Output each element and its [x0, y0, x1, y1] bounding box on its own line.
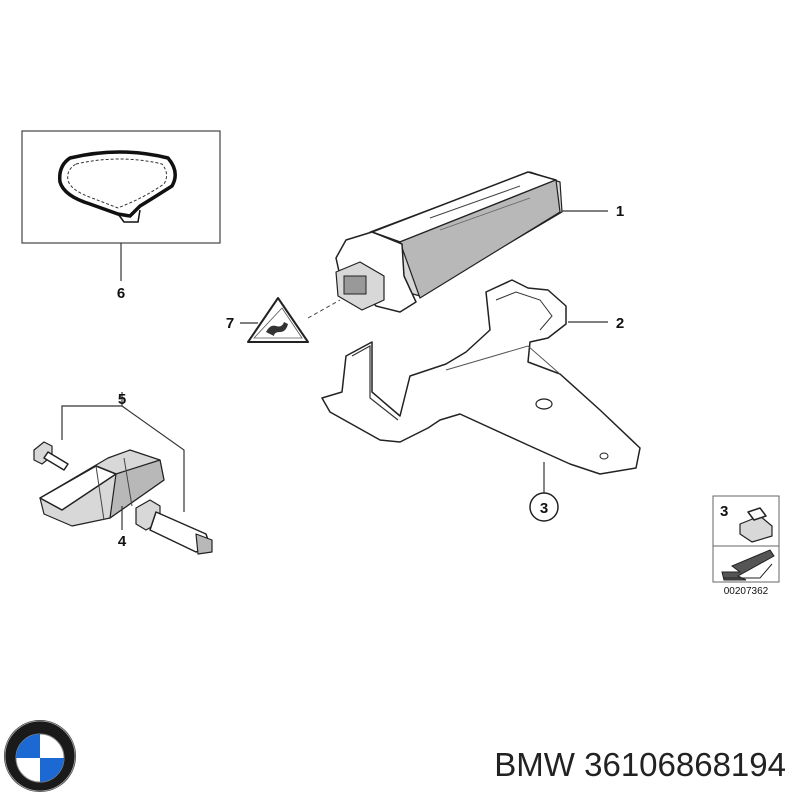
legend-number: 3 [720, 503, 728, 520]
reference-code: 00207362 [724, 586, 769, 597]
arrow-icon [721, 549, 775, 581]
receiver-module-drawing [335, 171, 563, 313]
callout-5: 5 [118, 391, 126, 408]
bracket-drawing [321, 279, 641, 475]
callout-3: 3 [540, 500, 548, 517]
callout-2: 2 [616, 315, 624, 332]
callout-7: 7 [226, 315, 234, 332]
part-6-inset-box [21, 130, 221, 244]
tire-pressure-sensor-drawing [39, 449, 165, 527]
callout-6: 6 [117, 285, 125, 302]
callout-5-bracket [61, 392, 185, 512]
part-name-caption: BMW 36106868194 [494, 746, 786, 783]
callout-3-circle [529, 492, 559, 522]
bmw-logo [4, 720, 76, 792]
callout-4: 4 [118, 533, 127, 550]
legend-box: 3 [712, 495, 780, 583]
sensor-screw-drawing [33, 441, 69, 471]
valve-stem-drawing [135, 499, 213, 555]
nut-drawing [739, 507, 773, 543]
wheel-rim-drawing [57, 150, 177, 223]
warning-triangle-label-drawing [247, 297, 341, 343]
callout-1: 1 [616, 203, 624, 220]
